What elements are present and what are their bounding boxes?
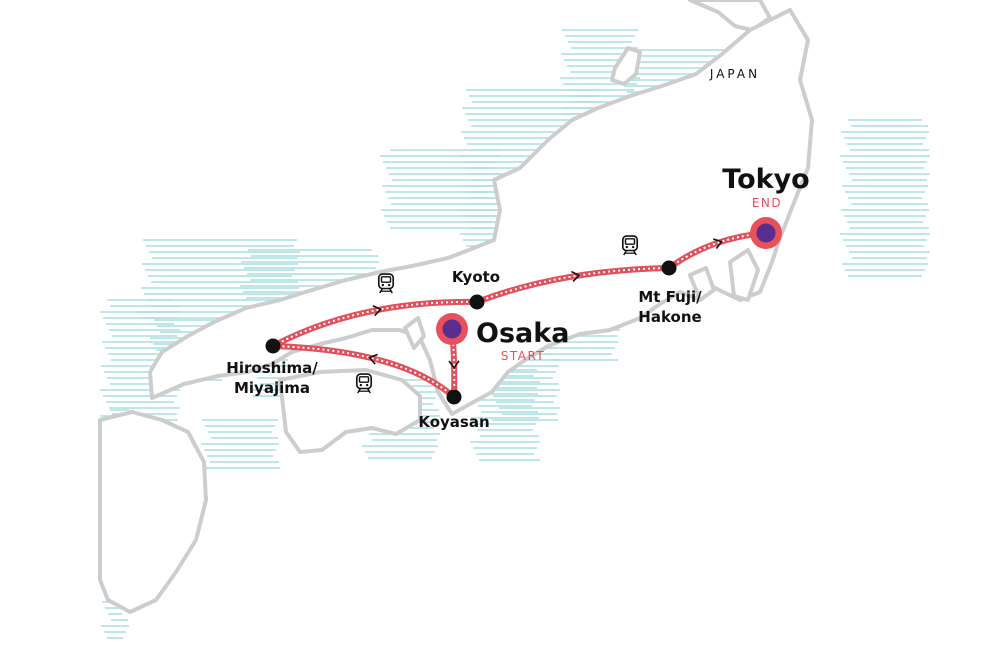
stop-marker-hiroshima[interactable] xyxy=(265,338,281,354)
stop-name: Tokyo xyxy=(722,164,810,195)
arrow-icon xyxy=(368,353,378,365)
stop-name: Hiroshima/ xyxy=(226,359,318,377)
stop-name: Koyasan xyxy=(418,413,489,431)
stop-label-osaka: Osaka START xyxy=(476,318,569,363)
arrow-icon xyxy=(713,238,723,250)
stop-marker-fuji[interactable] xyxy=(661,260,677,276)
land-outlines xyxy=(98,0,814,614)
arrow-icon xyxy=(448,360,460,370)
stop-label-hiroshima: Hiroshima/ Miyajima xyxy=(226,359,318,397)
stop-marker-osaka[interactable] xyxy=(442,319,462,339)
stop-name: Kyoto xyxy=(452,268,500,286)
stop-name: Miyajima xyxy=(234,379,310,397)
stop-label-koyasan: Koyasan xyxy=(418,413,489,431)
route-lines xyxy=(270,230,769,400)
stop-label-fuji: Mt Fuji/ Hakone xyxy=(638,288,702,326)
stop-name: Osaka xyxy=(476,318,569,349)
stop-marker-kyoto[interactable] xyxy=(469,294,485,310)
stops xyxy=(265,217,782,405)
route-leg-dash xyxy=(476,267,670,303)
stop-name: Mt Fuji/ xyxy=(638,288,702,306)
stop-label-kyoto: Kyoto xyxy=(452,268,500,286)
status-badge: START xyxy=(501,349,546,363)
stop-label-tokyo: Tokyo END xyxy=(722,164,810,210)
country-label: JAPAN xyxy=(709,67,760,81)
route-leg-dash xyxy=(272,300,478,347)
stop-marker-koyasan[interactable] xyxy=(446,389,462,405)
arrow-icon xyxy=(571,270,581,283)
arrow-icon xyxy=(372,305,383,317)
stop-marker-tokyo[interactable] xyxy=(756,223,776,243)
route-leg-dash xyxy=(668,232,767,269)
direction-arrows xyxy=(368,238,723,370)
stop-name: Hakone xyxy=(638,308,701,326)
status-badge: END xyxy=(752,196,782,210)
route-leg-dash xyxy=(272,345,455,398)
